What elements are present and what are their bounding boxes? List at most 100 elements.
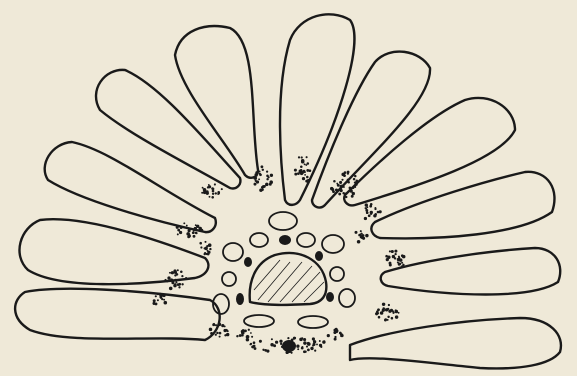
stipple-dot: [350, 189, 353, 192]
stipple-dot: [359, 234, 361, 236]
stipple-dot: [223, 329, 226, 332]
stipple-dot: [159, 293, 162, 296]
stipple-dot: [177, 283, 180, 286]
stipple-dot: [212, 193, 214, 195]
stipple-dot: [186, 225, 188, 227]
cell-outline: [223, 243, 243, 261]
stipple-dot: [354, 181, 356, 183]
stipple-dot: [204, 252, 206, 254]
stipple-dot: [193, 235, 196, 238]
stipple-dot: [199, 242, 202, 245]
stipple-dot: [319, 340, 321, 342]
cell-outline: [269, 212, 297, 230]
stipple-dot: [335, 188, 338, 191]
stipple-dot: [370, 211, 373, 214]
cell-outline: [297, 233, 315, 247]
stipple-dot: [398, 263, 401, 266]
stipple-dot: [280, 343, 282, 345]
stipple-dot: [214, 330, 216, 332]
stipple-dot: [374, 213, 377, 216]
stipple-dot: [183, 222, 185, 224]
stipple-dot: [212, 323, 215, 326]
stipple-dot: [306, 346, 308, 348]
stipple-dot: [301, 171, 304, 174]
stipple-dot: [155, 295, 157, 297]
stipple-dot: [179, 231, 182, 234]
stipple-dot: [180, 226, 183, 229]
stipple-dot: [337, 184, 340, 187]
stipple-dot: [334, 336, 336, 338]
stipple-dot: [209, 328, 213, 332]
petal-top-1: [280, 14, 354, 205]
stipple-dot: [217, 193, 219, 195]
petal-right-1: [344, 98, 515, 205]
stipple-dot: [312, 345, 314, 347]
stipple-dot: [338, 193, 341, 196]
stipple-dot: [377, 308, 380, 311]
stipple-dot: [302, 177, 305, 180]
stipple-dot: [345, 196, 347, 198]
cell-outline: [222, 272, 236, 286]
stipple-dot: [301, 156, 303, 158]
cell-outline: [322, 235, 344, 253]
stipple-dot: [368, 214, 371, 217]
stipple-dot: [341, 173, 345, 177]
stipple-dot: [306, 156, 308, 158]
stipple-dot: [262, 169, 264, 171]
stipple-dot: [188, 235, 191, 238]
stipple-dot: [281, 345, 284, 348]
nucleus-hatching: [254, 260, 324, 302]
stipple-dot: [153, 299, 156, 302]
cell-outline: [330, 267, 344, 281]
stipple-dot: [284, 348, 286, 350]
petal-left-5: [175, 26, 258, 178]
petal-group: [15, 14, 561, 368]
stipple-dot: [218, 323, 222, 327]
stipple-dot: [293, 345, 295, 347]
stipple-dot: [259, 189, 262, 192]
stipple-dot: [169, 287, 173, 291]
stipple-dot: [255, 175, 257, 177]
stipple-dot: [390, 309, 393, 312]
stipple-dot: [178, 286, 180, 288]
stipple-dot: [307, 349, 310, 352]
stipple-dot: [204, 190, 206, 192]
stipple-dot: [244, 330, 247, 333]
stipple-dot: [270, 343, 273, 346]
stipple-dot: [391, 250, 394, 253]
stipple-dot: [304, 163, 306, 165]
petal-top-2: [312, 52, 430, 208]
stipple-dot: [296, 345, 299, 348]
stipple-dot: [291, 339, 294, 342]
petal-left-3: [45, 142, 216, 232]
stipple-dot: [200, 229, 203, 232]
stipple-dot: [180, 271, 183, 274]
stipple-dot: [291, 352, 293, 354]
stipple-dot: [195, 232, 197, 234]
stipple-dot: [294, 337, 296, 339]
stipple-dot: [269, 183, 271, 185]
stipple-dot: [361, 237, 363, 239]
stipple-dot: [341, 179, 343, 181]
stipple-dot: [354, 186, 356, 188]
stipple-dot: [347, 179, 349, 181]
stipple-dot: [339, 181, 342, 184]
stipple-dot: [379, 210, 382, 213]
stipple-dot: [391, 317, 394, 320]
stipple-dot: [207, 253, 210, 256]
stipple-dot: [285, 351, 288, 354]
stipple-dot: [262, 185, 265, 188]
stipple-dot: [342, 192, 344, 194]
stipple-dot: [323, 340, 325, 342]
stipple-dot: [195, 224, 197, 226]
stipple-dot: [253, 341, 256, 344]
stipple-dot: [160, 297, 162, 299]
stipple-dot: [207, 250, 209, 252]
stipple-dot: [215, 324, 217, 326]
stipple-dot: [210, 332, 213, 335]
cell-outline: [244, 315, 274, 327]
stipple-dot: [211, 196, 214, 199]
petal-right-4: [350, 318, 561, 368]
stipple-dot: [175, 281, 177, 283]
